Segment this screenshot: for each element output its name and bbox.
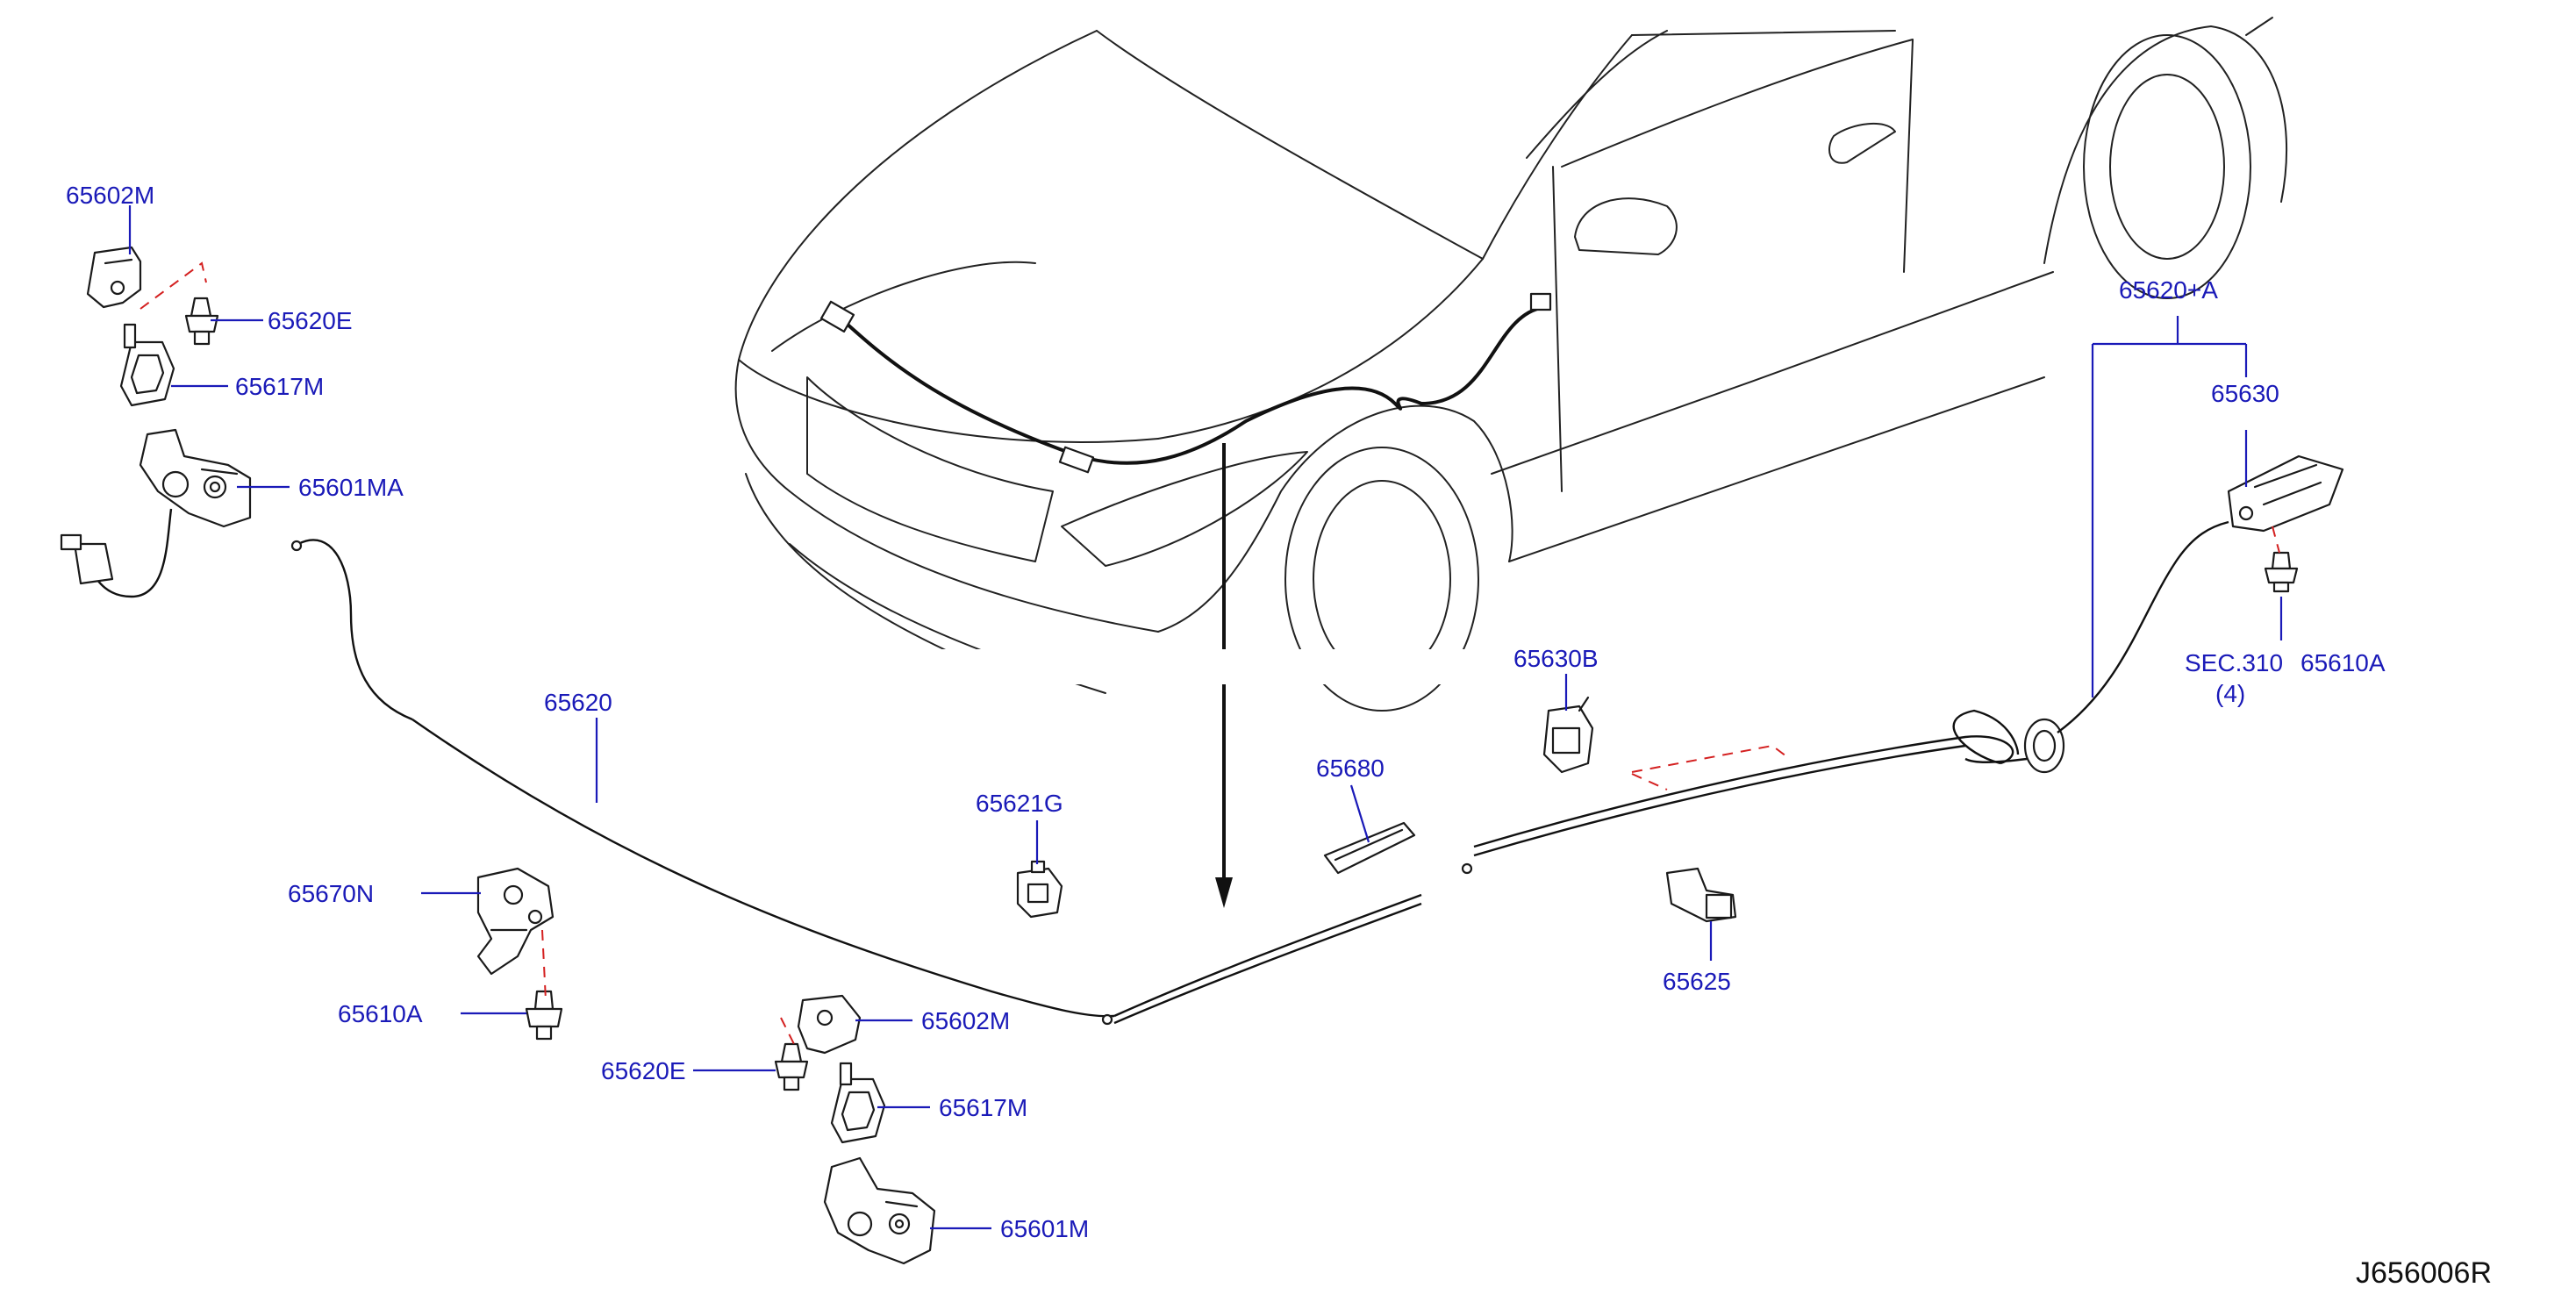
part-65620E-bottom — [774, 1042, 809, 1091]
callout-label: 65602M — [66, 182, 154, 209]
callout-label: SEC.310 — [2185, 649, 2283, 676]
assembly-hints — [140, 261, 2280, 1045]
callout-label: 65630B — [1513, 645, 1599, 672]
part-65601MA-top — [60, 428, 252, 598]
part-65621G — [1016, 860, 1063, 919]
clip-on-car — [819, 300, 855, 333]
part-65670N — [476, 867, 555, 976]
part-65617M-top — [119, 323, 175, 407]
callout-label: 65630 — [2211, 380, 2279, 407]
callout-label: 65680 — [1316, 755, 1385, 782]
hood-cable-on-car — [836, 305, 1545, 465]
callout-label: 65617M — [939, 1094, 1027, 1121]
hint-line — [1631, 773, 1668, 790]
hood-release-cable — [290, 520, 2229, 1026]
callout-label: 65601M — [1000, 1215, 1089, 1242]
callout-label: 65601MA — [298, 474, 404, 501]
hint-line — [780, 1017, 795, 1045]
callout-labels: 65602M 65620E 65617M 65601MA 65620 65670… — [66, 182, 2386, 1242]
hint-line — [541, 929, 547, 1001]
callout-label: 65620E — [601, 1057, 686, 1084]
part-65610A — [525, 990, 563, 1041]
hint-line — [2272, 526, 2280, 554]
part-65602M-top — [86, 246, 142, 309]
part-65602M-bottom — [797, 994, 862, 1055]
leader-lines — [128, 205, 2283, 1230]
part-65630B — [1542, 696, 1594, 774]
callout-label: 65620E — [268, 307, 353, 334]
car-body-outline — [734, 17, 2287, 712]
hint-line — [140, 261, 207, 310]
callout-label: 65620 — [544, 689, 612, 716]
callout-label: 65610A — [338, 1000, 423, 1027]
hint-line — [1631, 744, 1791, 773]
clip-on-car — [1058, 446, 1095, 474]
part-65601M-bottom — [823, 1156, 936, 1265]
callout-label: 65610A — [2301, 649, 2386, 676]
callout-label: 65602M — [921, 1007, 1010, 1034]
part-65630 — [2227, 454, 2344, 533]
part-65617M-bottom — [830, 1062, 886, 1144]
part-65620E-top — [184, 297, 219, 346]
callout-label: (4) — [2215, 680, 2245, 707]
part-65625 — [1665, 867, 1737, 923]
callout-label: 65670N — [288, 880, 374, 907]
callout-label: 65620+A — [2119, 276, 2218, 304]
diagram-id: J656006R — [2356, 1256, 2492, 1290]
clip-on-car — [1529, 292, 1552, 311]
callout-label: 65621G — [976, 790, 1063, 817]
part-65610A-right — [2264, 551, 2299, 593]
callout-label: 65625 — [1663, 968, 1731, 995]
part-65680 — [1323, 821, 1416, 875]
callout-label: 65617M — [235, 373, 324, 400]
scan-gap — [333, 649, 2386, 684]
